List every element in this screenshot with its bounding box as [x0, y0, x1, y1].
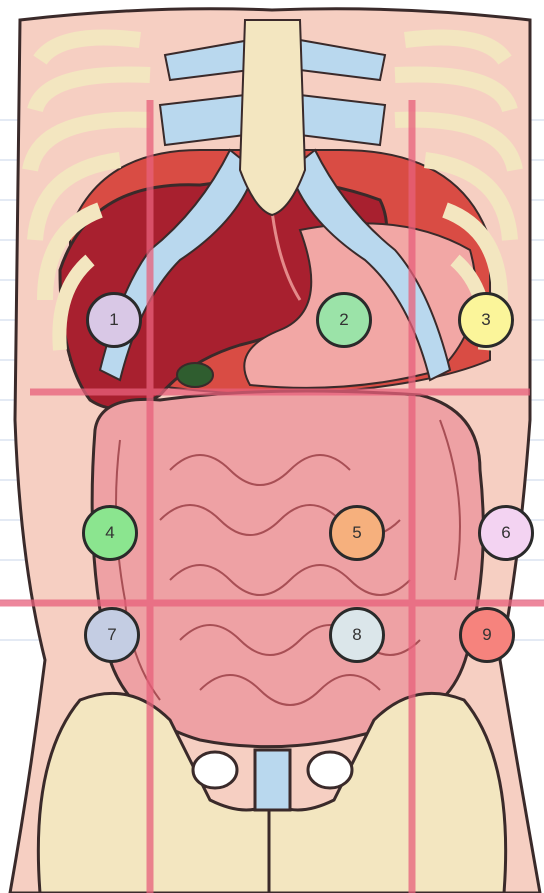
region-label-9: 9 — [482, 625, 491, 645]
region-label-3: 3 — [481, 310, 490, 330]
sternum — [240, 20, 305, 215]
region-marker-5: 5 — [329, 505, 385, 561]
region-label-4: 4 — [105, 523, 114, 543]
region-marker-3: 3 — [458, 292, 514, 348]
region-label-8: 8 — [352, 625, 361, 645]
region-marker-2: 2 — [316, 292, 372, 348]
region-marker-6: 6 — [478, 505, 534, 561]
region-marker-4: 4 — [82, 505, 138, 561]
region-marker-7: 7 — [84, 607, 140, 663]
region-marker-1: 1 — [86, 292, 142, 348]
region-label-7: 7 — [107, 625, 116, 645]
gallbladder — [177, 363, 213, 387]
region-label-2: 2 — [339, 310, 348, 330]
region-marker-9: 9 — [459, 607, 515, 663]
region-label-1: 1 — [109, 310, 118, 330]
region-label-5: 5 — [352, 523, 361, 543]
region-marker-8: 8 — [329, 607, 385, 663]
region-label-6: 6 — [501, 523, 510, 543]
